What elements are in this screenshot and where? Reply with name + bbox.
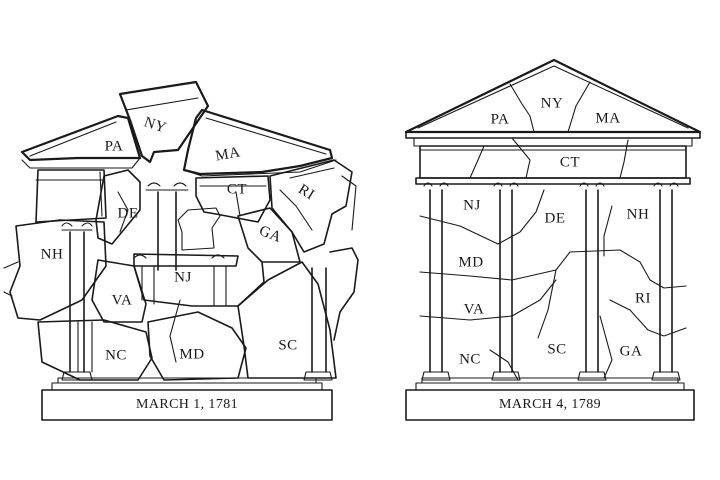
left-state-va: VA	[112, 292, 133, 308]
right-state-ga: GA	[620, 343, 643, 359]
right-state-md: MD	[458, 254, 483, 270]
left-temple-broken	[3, 80, 359, 421]
left-state-ga: GA	[257, 223, 284, 246]
left-state-md: MD	[179, 346, 204, 362]
right-state-nc: NC	[459, 351, 481, 367]
right-state-va: VA	[464, 301, 485, 317]
right-temple-intact	[404, 58, 702, 421]
right-state-sc: SC	[547, 341, 566, 357]
left-state-ma: MA	[214, 144, 242, 164]
left-state-ct: CT	[227, 181, 247, 197]
right-state-nh: NH	[627, 206, 650, 222]
left-state-nj: NJ	[174, 269, 192, 285]
right-state-de: DE	[545, 210, 566, 226]
left-state-ny: NY	[142, 114, 169, 136]
right-state-ma: MA	[595, 110, 620, 126]
left-caption: MARCH 1, 1781	[136, 397, 238, 412]
right-columns	[421, 182, 681, 381]
right-caption: MARCH 4, 1789	[499, 397, 601, 412]
left-state-sc: SC	[278, 337, 297, 353]
right-state-nj: NJ	[463, 197, 481, 213]
right-state-ri: RI	[635, 290, 651, 306]
left-state-ri: RI	[295, 181, 317, 203]
left-state-de: DE	[118, 205, 139, 221]
right-state-ny: NY	[541, 95, 564, 111]
left-state-nc: NC	[105, 347, 127, 363]
left-state-nh: NH	[41, 246, 64, 262]
left-state-pa: PA	[105, 138, 124, 154]
right-state-pa: PA	[491, 111, 510, 127]
right-state-ct: CT	[560, 154, 580, 170]
